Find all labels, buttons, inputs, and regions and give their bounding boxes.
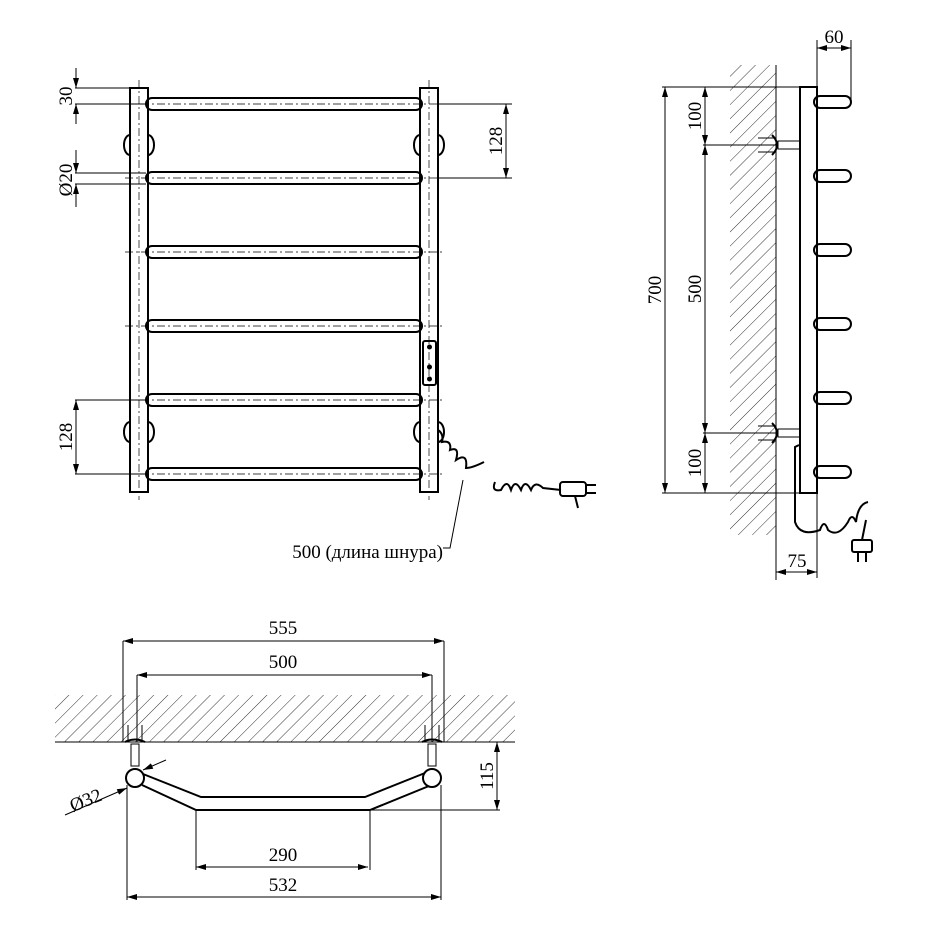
side-towel-bar bbox=[813, 169, 852, 183]
side-view: 700 100 500 100 60 75 bbox=[645, 27, 873, 580]
right-ball bbox=[422, 768, 442, 788]
side-post bbox=[799, 86, 818, 494]
dim-width: 532 bbox=[269, 875, 298, 896]
side-towel-bar bbox=[813, 95, 852, 109]
tube-outer bbox=[142, 772, 426, 798]
dim-tube-diameter: Ø20 bbox=[56, 164, 77, 197]
towel-bar bbox=[145, 245, 423, 259]
dim-overall-width: 555 bbox=[269, 618, 298, 639]
power-cable-coil bbox=[492, 481, 562, 494]
wall-mount-standoffs bbox=[123, 134, 445, 443]
dim-mount: 500 bbox=[685, 275, 706, 304]
side-bars bbox=[813, 95, 852, 479]
side-towel-bar bbox=[813, 243, 852, 257]
top-view: 555 500 Ø32 115 290 532 bbox=[55, 618, 515, 900]
side-towel-bar bbox=[813, 391, 852, 405]
dim-top: 100 bbox=[685, 102, 706, 131]
top-wall-hatch bbox=[55, 695, 515, 742]
dim-flat: 290 bbox=[269, 845, 298, 866]
towel-bar bbox=[145, 467, 423, 481]
cable-length-note: 500 (длина шнура) bbox=[292, 542, 443, 563]
dim-spacing-left: 128 bbox=[56, 423, 77, 452]
dim-height: 700 bbox=[645, 276, 666, 305]
dim-bottom: 100 bbox=[685, 449, 706, 478]
tube-inner bbox=[141, 784, 430, 811]
dim-depth-bars: 60 bbox=[825, 27, 844, 48]
wall-hatch bbox=[730, 65, 776, 535]
dim-spacing-right: 128 bbox=[486, 127, 507, 156]
dim-top-offset: 30 bbox=[56, 87, 77, 106]
front-view: 30 Ø20 128 128 500 (длина шнура) bbox=[56, 68, 596, 563]
left-ball bbox=[125, 768, 145, 788]
plug-icon bbox=[559, 481, 596, 509]
dim-mount-width: 500 bbox=[269, 652, 298, 673]
towel-bar bbox=[145, 393, 423, 407]
side-towel-bar bbox=[813, 317, 852, 331]
towel-bar bbox=[145, 171, 423, 185]
side-power-cable bbox=[794, 444, 869, 534]
side-plug-icon bbox=[851, 519, 873, 562]
power-cable bbox=[437, 429, 485, 470]
towel-bar bbox=[145, 319, 423, 333]
dim-ball-diameter: Ø32 bbox=[67, 785, 105, 817]
control-box bbox=[422, 340, 437, 386]
towel-bar bbox=[145, 97, 423, 111]
side-towel-bar bbox=[813, 465, 852, 479]
dim-depth-wall: 75 bbox=[788, 551, 807, 572]
dim-projection: 115 bbox=[477, 762, 498, 790]
bars bbox=[125, 97, 443, 481]
